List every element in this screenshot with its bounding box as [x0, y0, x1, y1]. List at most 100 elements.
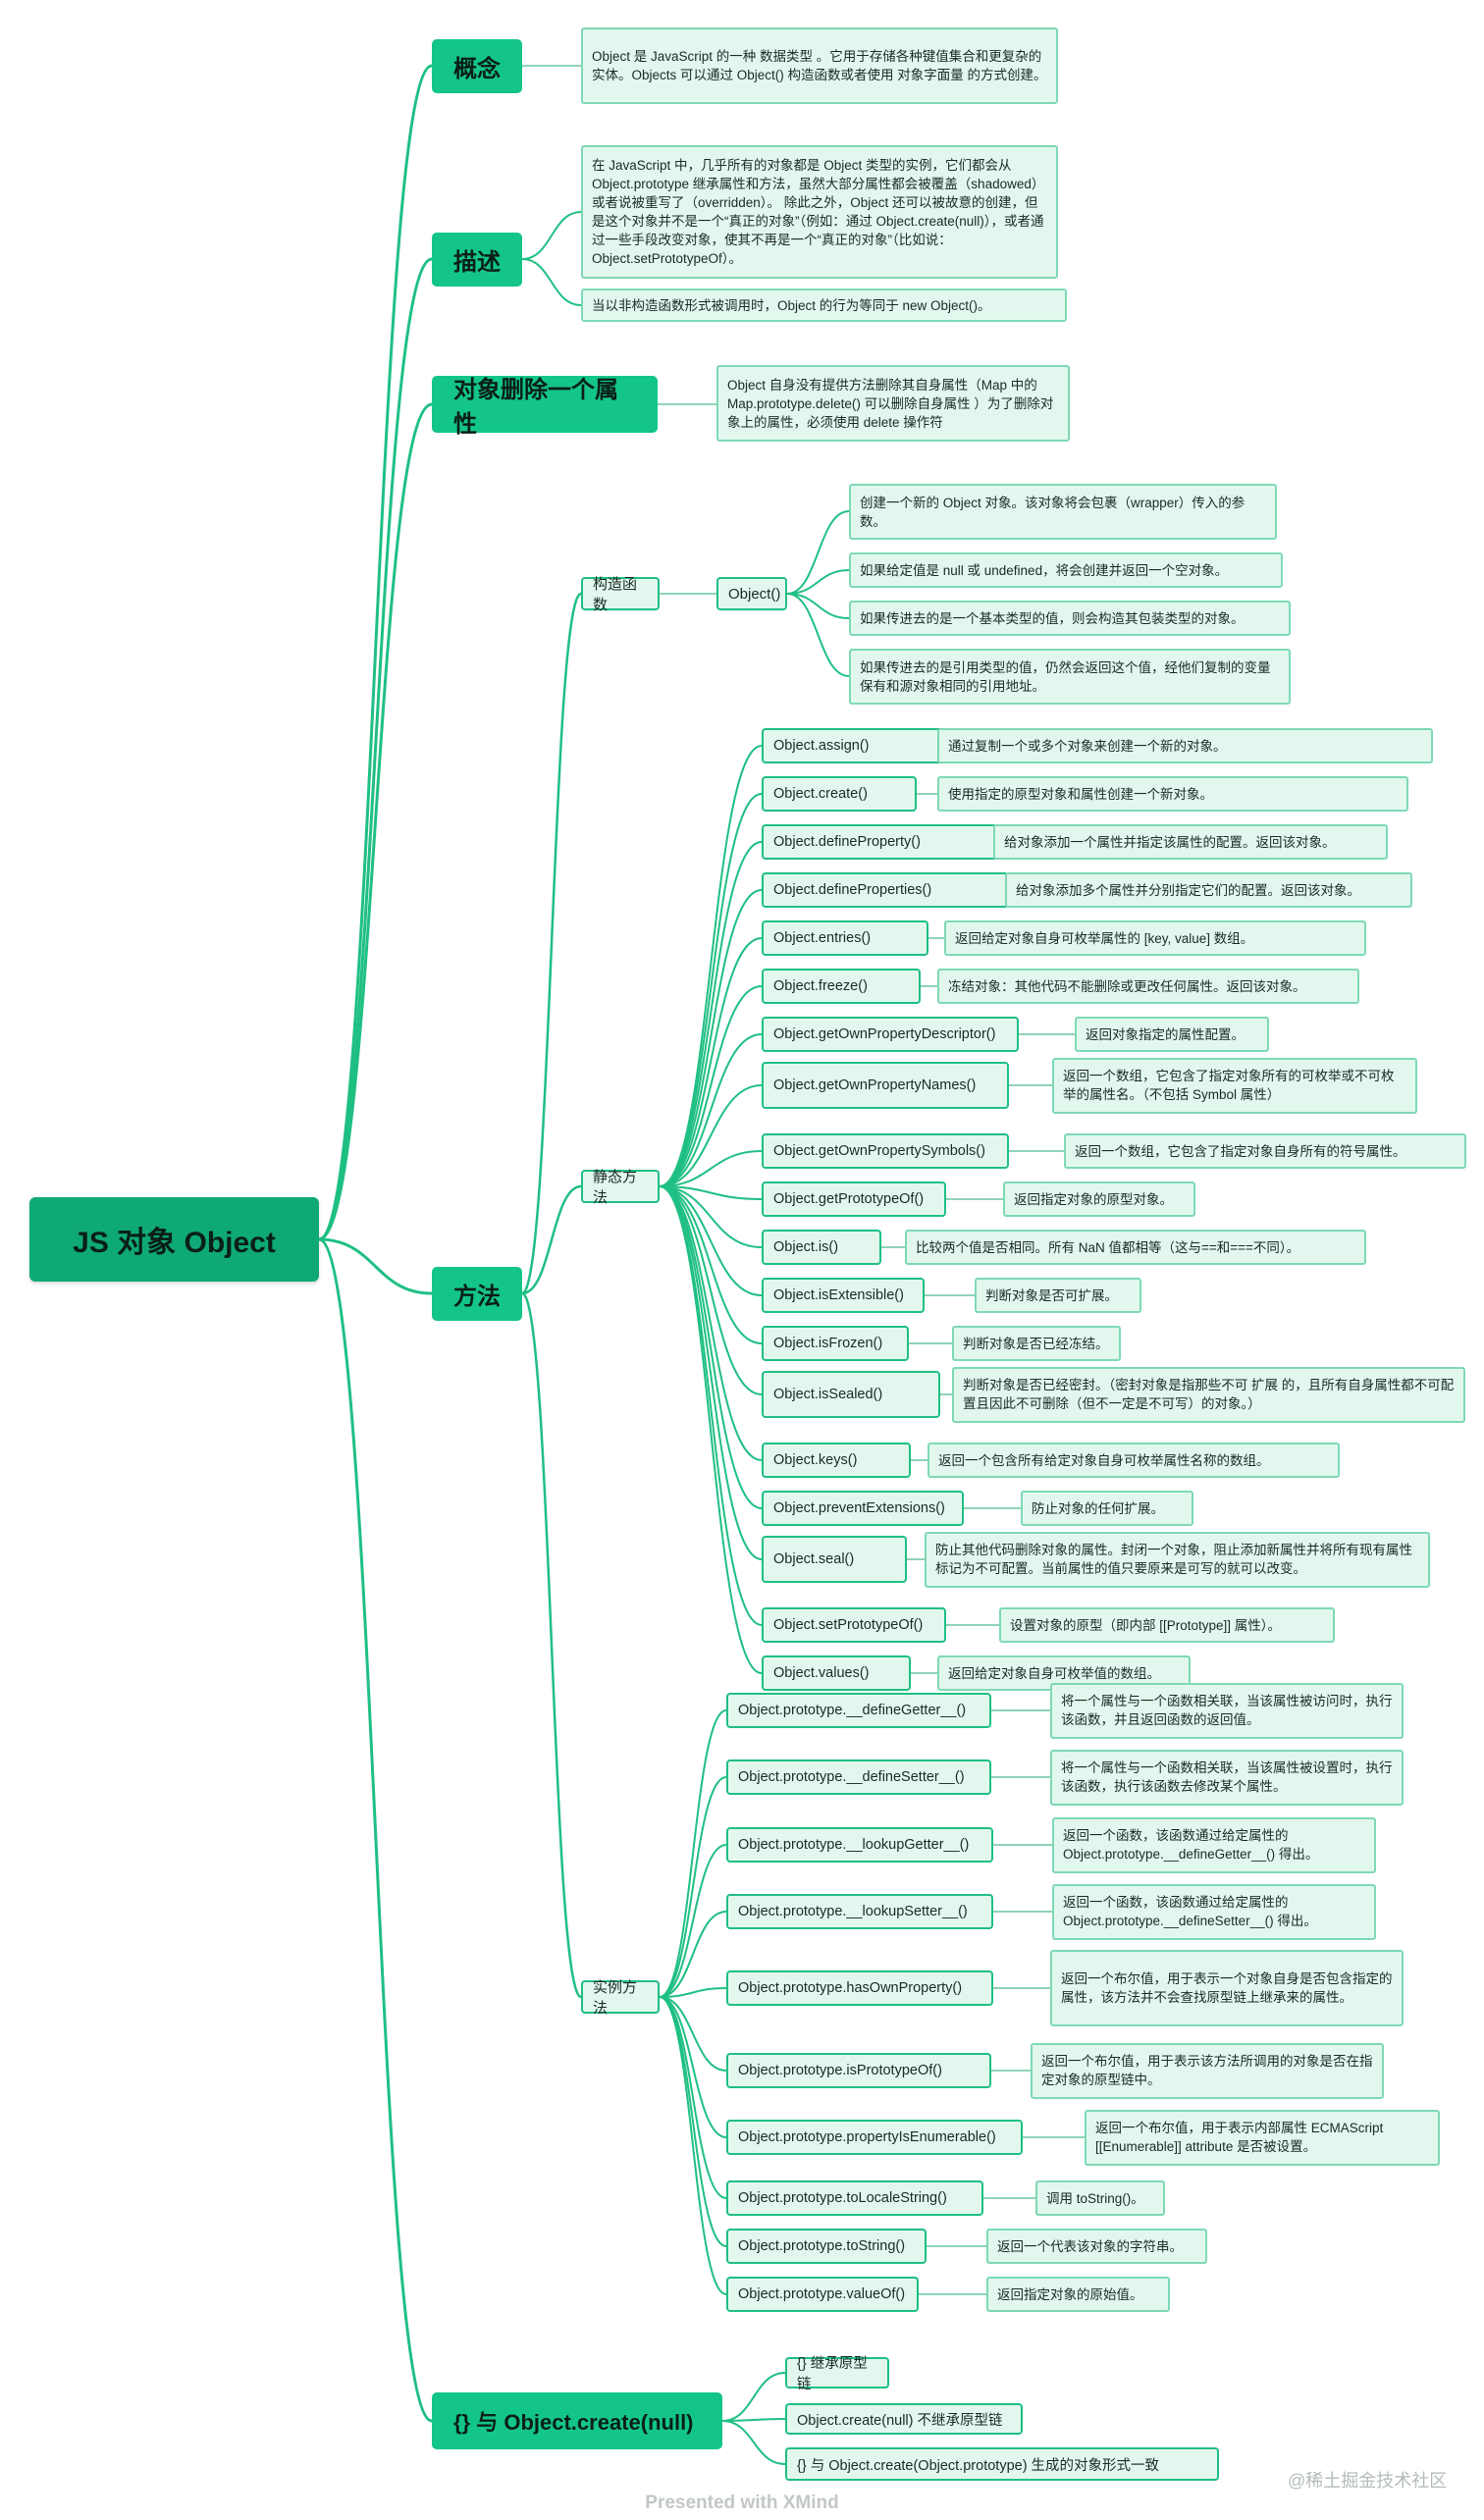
instance-method-desc-4: 返回一个布尔值，用于表示一个对象自身是否包含指定的属性，该方法并不会查找原型链上… [1050, 1950, 1404, 2026]
connector-instance-0 [659, 1709, 727, 1998]
compare-item-2[interactable]: Object.create(null) 不继承原型链 [785, 2403, 1023, 2435]
static-method-desc-1: 使用指定的原型对象和属性创建一个新对象。 [937, 776, 1408, 812]
topic-description[interactable]: 描述 [432, 233, 522, 287]
static-method-3[interactable]: Object.defineProperties() [762, 872, 1009, 908]
connector-object-desc-1 [786, 569, 850, 595]
topic-delete-property[interactable]: 对象删除一个属性 [432, 376, 658, 438]
static-method-desc-11: 判断对象是否可扩展。 [975, 1278, 1141, 1313]
desc-description-1: 在 JavaScript 中，几乎所有的对象都是 Object 类型的实例，它们… [581, 145, 1058, 279]
static-method-desc-2: 给对象添加一个属性并指定该属性的配置。返回该对象。 [993, 824, 1388, 860]
static-method-1[interactable]: Object.create() [762, 776, 917, 812]
instance-method-7[interactable]: Object.prototype.toLocaleString() [726, 2180, 983, 2216]
connector-instance-1 [659, 1776, 727, 1998]
static-method-2[interactable]: Object.defineProperty() [762, 824, 997, 860]
static-method-desc-5: 冻结对象：其他代码不能删除或更改任何属性。返回该对象。 [937, 969, 1359, 1004]
connector-root-compare [318, 1237, 433, 2423]
static-method-17[interactable]: Object.setPrototypeOf() [762, 1607, 946, 1643]
connector-methods-instance [520, 1291, 583, 1999]
static-method-desc-16: 防止其他代码删除对象的属性。封闭一个对象，阻止添加新属性并将所有现有属性标记为不… [925, 1531, 1430, 1588]
connector-static-7 [659, 1084, 763, 1187]
connector-static-6 [659, 1033, 763, 1187]
connector-static-12 [659, 1185, 763, 1344]
static-method-14[interactable]: Object.keys() [762, 1443, 911, 1478]
topic-object-constructor[interactable]: Object() [716, 577, 787, 610]
static-method-desc-9: 返回指定对象的原型对象。 [1003, 1181, 1195, 1217]
connector-instance-9 [659, 1996, 727, 2295]
static-method-9[interactable]: Object.getPrototypeOf() [762, 1181, 946, 1217]
instance-method-2[interactable]: Object.prototype.__lookupGetter__() [726, 1827, 993, 1863]
compare-item-3[interactable]: {} 与 Object.create(Object.prototype) 生成的… [785, 2447, 1219, 2481]
connector-instance-4 [659, 1987, 727, 1998]
static-method-desc-14: 返回一个包含所有给定对象自身可枚举属性名称的数组。 [928, 1443, 1340, 1478]
connector-instance-6 [659, 1996, 727, 2138]
static-method-desc-7: 返回一个数组，它包含了指定对象所有的可枚举或不可枚举的属性名。（不包括 Symb… [1052, 1057, 1417, 1114]
instance-method-8[interactable]: Object.prototype.toString() [726, 2229, 927, 2264]
connector-description-desc2 [521, 258, 582, 306]
instance-method-desc-9: 返回指定对象的原始值。 [986, 2277, 1170, 2312]
static-method-18[interactable]: Object.values() [762, 1655, 911, 1691]
connector-static-8 [659, 1150, 763, 1187]
topic-concept[interactable]: 概念 [432, 39, 522, 93]
static-method-11[interactable]: Object.isExtensible() [762, 1278, 925, 1313]
connector-static-2 [659, 841, 763, 1187]
instance-method-desc-3: 返回一个函数，该函数通过给定属性的 Object.prototype.__def… [1052, 1883, 1376, 1940]
connector-instance-3 [659, 1911, 727, 1998]
instance-method-9[interactable]: Object.prototype.valueOf() [726, 2277, 919, 2312]
desc-description-2: 当以非构造函数形式被调用时，Object 的行为等同于 new Object()… [581, 289, 1067, 322]
instance-method-0[interactable]: Object.prototype.__defineGetter__() [726, 1693, 991, 1728]
connector-methods-constructor [520, 592, 583, 1295]
static-method-desc-17: 设置对象的原型（即内部 [[Prototype]] 属性）。 [999, 1607, 1335, 1643]
connector-root-methods [318, 1237, 433, 1295]
connector-static-3 [659, 889, 763, 1187]
instance-method-4[interactable]: Object.prototype.hasOwnProperty() [726, 1970, 993, 2006]
static-method-16[interactable]: Object.seal() [762, 1536, 907, 1583]
static-method-4[interactable]: Object.entries() [762, 920, 928, 956]
connector-compare-1 [721, 2418, 786, 2422]
instance-method-5[interactable]: Object.prototype.isPrototypeOf() [726, 2053, 991, 2088]
desc-constructor-3: 如果传进去的是一个基本类型的值，则会构造其包装类型的对象。 [849, 601, 1291, 636]
desc-constructor-1: 创建一个新的 Object 对象。该对象将会包裹（wrapper）传入的参数。 [849, 484, 1277, 540]
static-method-0[interactable]: Object.assign() [762, 728, 968, 763]
static-method-desc-8: 返回一个数组，它包含了指定对象自身所有的符号属性。 [1064, 1133, 1466, 1169]
instance-method-1[interactable]: Object.prototype.__defineSetter__() [726, 1759, 991, 1795]
connector-object-desc-0 [786, 510, 850, 595]
watermark: @稀土掘金技术社区 [1288, 2471, 1448, 2491]
connector-root-description [318, 257, 433, 1241]
connector-static-4 [659, 937, 763, 1187]
static-method-desc-4: 返回给定对象自身可枚举属性的 [key, value] 数组。 [944, 920, 1366, 956]
compare-item-1[interactable]: {} 继承原型链 [785, 2356, 889, 2392]
static-method-13[interactable]: Object.isSealed() [762, 1371, 940, 1418]
instance-method-6[interactable]: Object.prototype.propertyIsEnumerable() [726, 2120, 1023, 2155]
instance-method-3[interactable]: Object.prototype.__lookupSetter__() [726, 1894, 993, 1929]
connector-static-14 [659, 1185, 763, 1461]
static-method-8[interactable]: Object.getOwnPropertySymbols() [762, 1133, 1009, 1169]
connector-compare-0 [721, 2372, 786, 2422]
connector-instance-2 [659, 1844, 727, 1998]
root-topic[interactable]: JS 对象 Object [29, 1197, 319, 1282]
static-method-6[interactable]: Object.getOwnPropertyDescriptor() [762, 1017, 1019, 1052]
instance-method-desc-7: 调用 toString()。 [1035, 2180, 1165, 2216]
topic-constructor[interactable]: 构造函数 [581, 576, 660, 613]
connector-object-desc-2 [786, 593, 850, 619]
instance-method-desc-8: 返回一个代表该对象的字符串。 [986, 2229, 1207, 2264]
static-method-desc-12: 判断对象是否已经冻结。 [952, 1326, 1121, 1361]
desc-delete-property: Object 自身没有提供方法删除其自身属性（Map 中的 Map.protot… [716, 365, 1070, 442]
connector-static-16 [659, 1185, 763, 1560]
static-method-7[interactable]: Object.getOwnPropertyNames() [762, 1062, 1009, 1109]
footer-text: Presented with XMind [645, 2493, 839, 2513]
instance-method-desc-1: 将一个属性与一个函数相关联，当该属性被设置时，执行该函数，执行该函数去修改某个属… [1050, 1749, 1404, 1806]
topic-static-methods[interactable]: 静态方法 [581, 1169, 660, 1206]
desc-constructor-4: 如果传进去的是引用类型的值，仍然会返回这个值，经他们复制的变量保有和源对象相同的… [849, 649, 1291, 705]
static-method-10[interactable]: Object.is() [762, 1230, 881, 1265]
static-method-5[interactable]: Object.freeze() [762, 969, 921, 1004]
connector-static-11 [659, 1185, 763, 1296]
topic-methods[interactable]: 方法 [432, 1267, 522, 1321]
connector-methods-static [521, 1184, 582, 1295]
topic-instance-methods[interactable]: 实例方法 [581, 1979, 660, 2017]
static-method-12[interactable]: Object.isFrozen() [762, 1326, 909, 1361]
connector-static-0 [659, 745, 763, 1187]
desc-concept: Object 是 JavaScript 的一种 数据类型 。它用于存储各种键值集… [581, 27, 1058, 104]
topic-compare[interactable]: {} 与 Object.create(null) [432, 2392, 722, 2449]
static-method-15[interactable]: Object.preventExtensions() [762, 1491, 964, 1526]
